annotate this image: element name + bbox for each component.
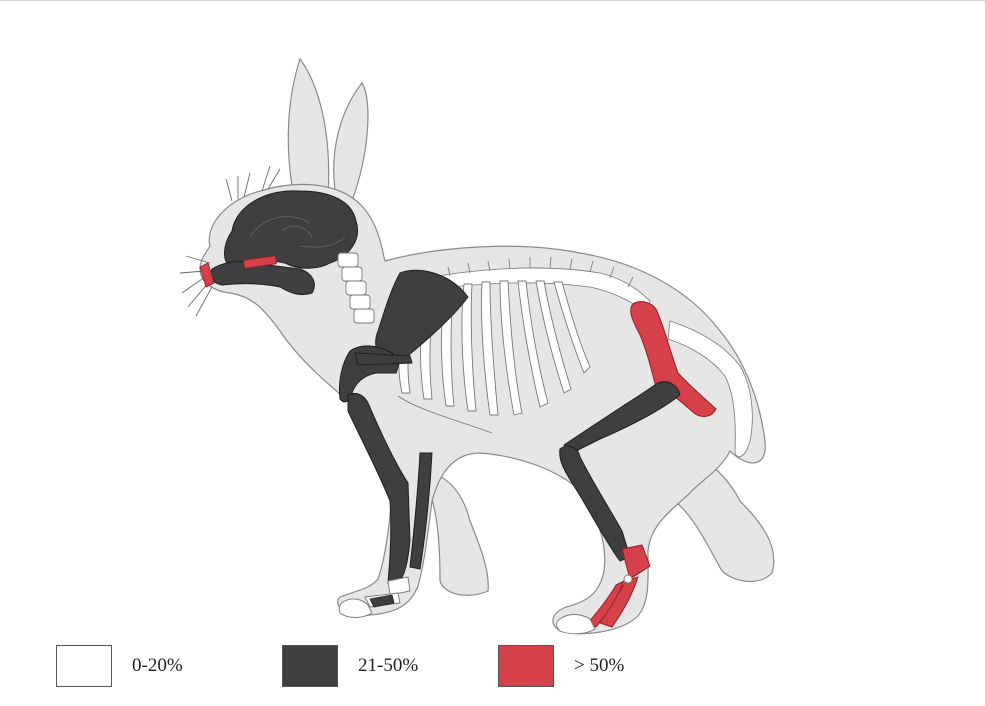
- legend-swatch-mid: [282, 645, 338, 687]
- legend-swatch-low: [56, 645, 112, 687]
- legend-label-high: > 50%: [574, 655, 624, 677]
- rabbit-diagram: [0, 1, 985, 641]
- legend-swatch-high: [498, 645, 554, 687]
- legend-label-low: 0-20%: [132, 655, 183, 677]
- legend-label-mid: 21-50%: [358, 655, 418, 677]
